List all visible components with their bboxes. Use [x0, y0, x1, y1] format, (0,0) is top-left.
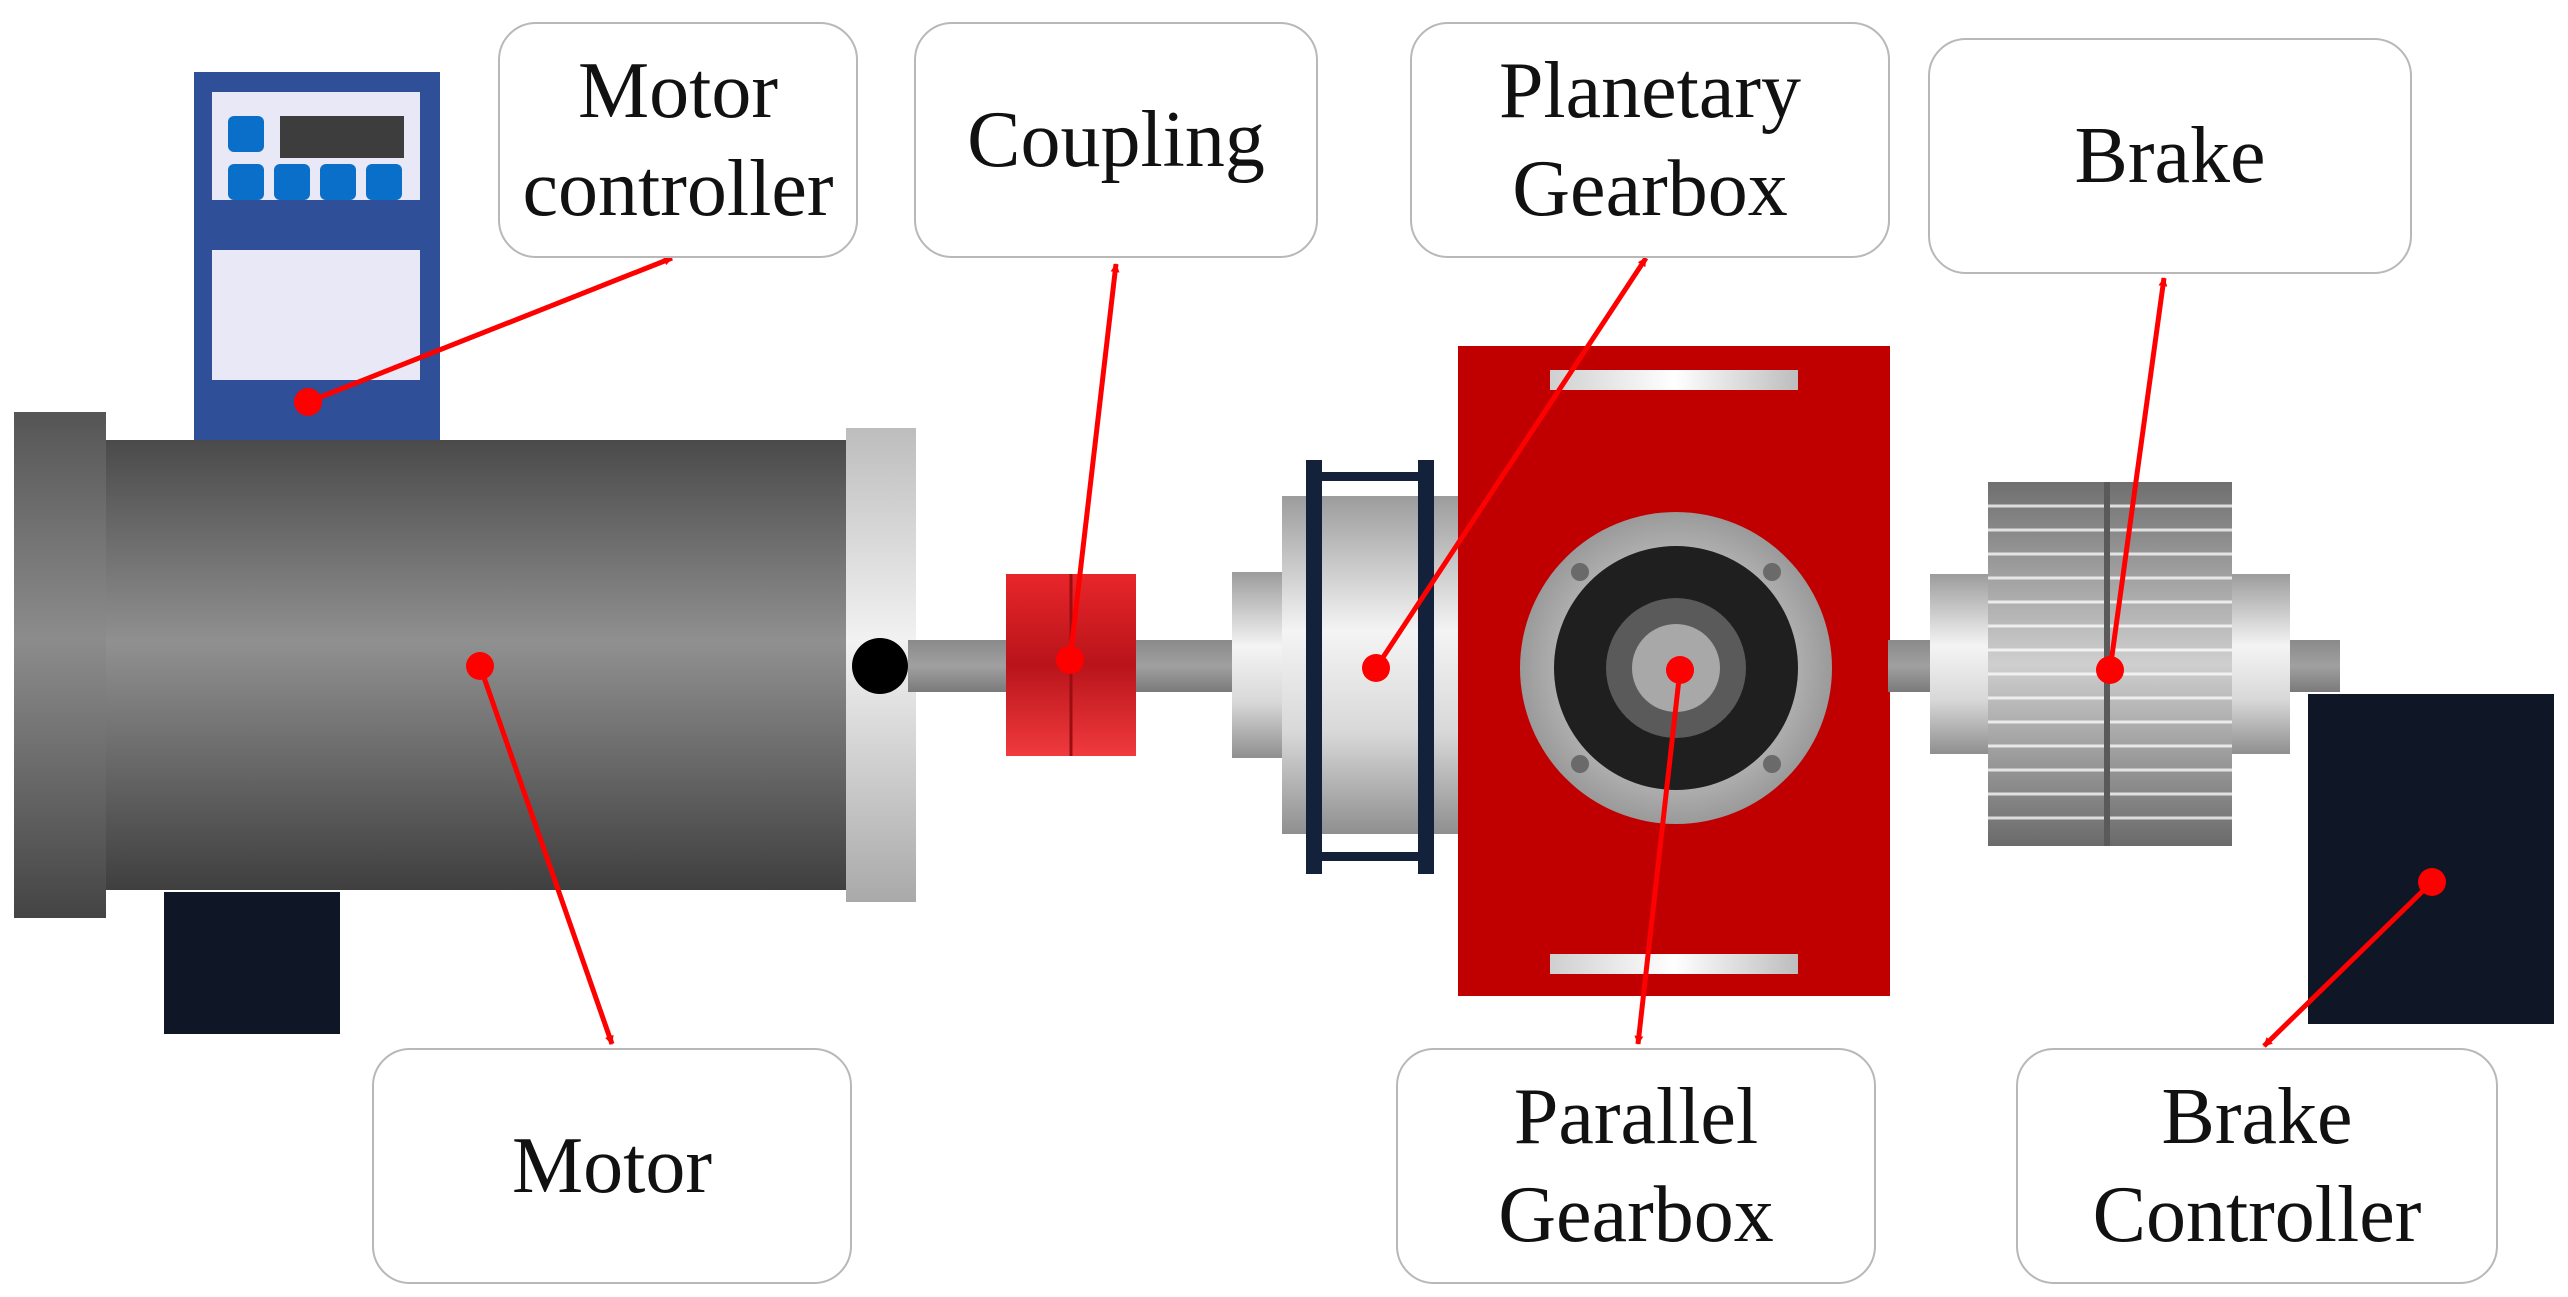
controller-display	[280, 116, 404, 158]
arrow-parallel-gearbox	[1634, 669, 1683, 1045]
controller-button	[320, 164, 356, 200]
label-coupling-text: Coupling	[967, 96, 1265, 184]
label-motor-controller-line2: controller	[522, 145, 834, 233]
label-parallel-gearbox-line2: Gearbox	[1498, 1171, 1774, 1259]
controller-panel	[212, 250, 420, 380]
motor-foot	[164, 892, 340, 1034]
label-brake-controller: Brake Controller	[2016, 1048, 2498, 1284]
label-planetary-gearbox-line1: Planetary	[1498, 47, 1802, 135]
motor-end-cap	[14, 412, 106, 918]
label-motor-controller-line1: Motor	[578, 47, 778, 135]
controller-button	[228, 164, 264, 200]
planetary-gearbox	[1232, 460, 1458, 874]
label-brake-controller-line1: Brake	[2161, 1073, 2353, 1161]
label-coupling: Coupling	[914, 22, 1318, 258]
arrow-motor	[477, 665, 615, 1045]
arrow-motor-controller	[307, 255, 673, 405]
motor-controller-unit	[194, 72, 440, 440]
label-motor: Motor	[372, 1048, 852, 1284]
label-planetary-gearbox-line2: Gearbox	[1512, 145, 1788, 233]
controller-button	[274, 164, 310, 200]
arrow-brake	[2107, 277, 2168, 671]
motor	[14, 412, 916, 918]
arrow-brake-controller	[2262, 880, 2434, 1048]
brake-controller-unit	[2308, 694, 2554, 1024]
label-motor-text: Motor	[512, 1122, 712, 1210]
label-brake: Brake	[1928, 38, 2412, 274]
label-parallel-gearbox-line1: Parallel	[1513, 1073, 1759, 1161]
label-brake-text: Brake	[2074, 112, 2266, 200]
controller-button	[228, 116, 264, 152]
controller-button	[366, 164, 402, 200]
label-parallel-gearbox: Parallel Gearbox	[1396, 1048, 1876, 1284]
label-brake-controller-line2: Controller	[2092, 1171, 2422, 1259]
arrow-planetary-gearbox	[1373, 256, 1649, 670]
label-planetary-gearbox: Planetary Gearbox	[1410, 22, 1890, 258]
leader-arrows	[307, 255, 2434, 1048]
arrow-coupling	[1067, 263, 1120, 661]
coupling	[1006, 574, 1136, 756]
motor-shaft-end	[852, 638, 908, 694]
leader-dots	[294, 388, 2446, 896]
label-motor-controller: Motor controller	[498, 22, 858, 258]
